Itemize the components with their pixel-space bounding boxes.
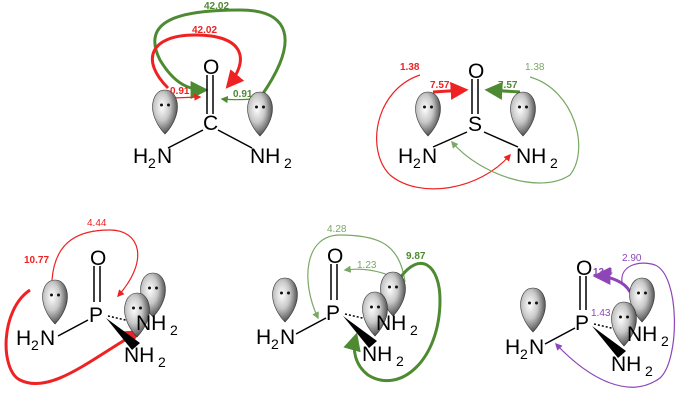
value-label: 1.23 [357, 260, 377, 271]
atom-oxygen: O [327, 245, 343, 268]
atom-nh: NH [362, 343, 392, 366]
subscript-2: 2 [410, 322, 418, 338]
atom-h: H [398, 145, 413, 168]
subscript-2: 2 [520, 346, 528, 362]
arrow-green-thin-loop [307, 234, 406, 320]
subscript-2: 2 [158, 354, 166, 370]
arrow-green-big [153, 8, 287, 99]
bond-c-n-left [167, 129, 204, 149]
arrow-green-short [484, 81, 521, 100]
lone-pair-icon [510, 91, 536, 137]
arrow-purple-thin-loop [555, 262, 675, 388]
hash-bond [344, 313, 372, 321]
atom-nh: NH [250, 145, 280, 168]
subscript-2: 2 [413, 155, 421, 171]
value-label: 2.90 [622, 253, 642, 264]
atom-h: H [256, 326, 271, 349]
arrow-red-loop [376, 74, 511, 190]
value-label: 4.28 [327, 224, 347, 235]
atom-n: N [280, 326, 295, 349]
arrow-red-thin-loop [51, 229, 139, 298]
arrow-green-small [343, 265, 389, 276]
arrow-red-short [432, 81, 469, 100]
bond-c-n-right [217, 129, 253, 149]
atom-nh: NH [516, 145, 546, 168]
value-label: 0.91 [233, 89, 253, 100]
atom-nh: NH [136, 312, 166, 335]
atom-n: N [157, 145, 172, 168]
value-label: 7.57 [430, 80, 450, 91]
atom-n: N [422, 145, 437, 168]
molecule-phosphoramide-green: O P H 2 N NH 2 NH 2 4.28 1.23 9.87 [256, 224, 442, 382]
lone-pair-icon [42, 279, 68, 325]
bond-p-n-left [295, 317, 327, 335]
value-label: 1.43 [591, 308, 611, 319]
arrow-red-thick-loop [4, 288, 142, 386]
arrow-red-small [171, 93, 202, 101]
value-label: 0.91 [170, 86, 190, 97]
value-label: 42.02 [204, 1, 229, 12]
atom-oxygen: O [576, 257, 592, 280]
molecule-phosphoramide-purple: O P H 2 N NH 2 NH 2 13.4 2.90 1.43 [505, 253, 675, 388]
atom-carbon: C [203, 112, 218, 135]
value-label: 42.02 [192, 25, 217, 36]
wedge-bond [592, 326, 626, 358]
subscript-2: 2 [271, 336, 279, 352]
atom-nh: NH [611, 353, 641, 376]
atom-n: N [40, 327, 55, 350]
value-label: 10.77 [24, 255, 49, 266]
atom-nh: NH [627, 323, 657, 346]
atom-nh: NH [376, 312, 406, 335]
arrow-purple-thick [592, 267, 632, 293]
wedge-bond [343, 316, 377, 348]
arrow-red-big [150, 33, 245, 90]
value-label: 9.87 [406, 251, 426, 262]
atom-oxygen: O [203, 56, 219, 79]
bond-s-n-right [483, 131, 519, 148]
atom-h: H [133, 145, 148, 168]
subscript-2: 2 [31, 337, 39, 353]
value-label: 13.4 [593, 267, 613, 278]
subscript-2: 2 [661, 333, 669, 349]
bond-s-n-left [432, 131, 468, 148]
atom-nh: NH [124, 344, 154, 367]
atom-sulfur: S [468, 113, 482, 136]
bond-p-n-left [57, 319, 89, 337]
subscript-2: 2 [645, 363, 653, 379]
atom-phosphorus: P [575, 312, 589, 335]
molecule-urea: O C H 2 N NH 2 42.02 42.02 0.91 0.91 [133, 1, 292, 171]
molecule-sulfinamide: O S H 2 N NH 2 1.38 7.57 7.57 1.38 [376, 60, 580, 190]
arrow-green-thick-loop [343, 262, 442, 382]
lone-pair-icon [415, 91, 441, 137]
lone-pair-icon [272, 277, 298, 323]
atom-h: H [505, 336, 520, 359]
atom-phosphorus: P [89, 304, 103, 327]
subscript-2: 2 [550, 155, 558, 171]
value-label: 1.38 [525, 62, 545, 73]
value-label: 4.44 [87, 218, 107, 229]
subscript-2: 2 [148, 155, 156, 171]
molecule-phosphoramide-red: O P H 2 N NH 2 NH 2 10.77 4.44 [4, 218, 178, 386]
subscript-2: 2 [170, 322, 178, 338]
subscript-2: 2 [396, 353, 404, 369]
atom-oxygen: O [90, 247, 106, 270]
hash-bond [593, 323, 621, 331]
atom-oxygen: O [468, 60, 484, 83]
bond-p-n-left [544, 327, 576, 345]
value-label: 7.57 [498, 80, 518, 91]
value-label: 1.38 [400, 62, 420, 73]
atom-h: H [16, 327, 31, 350]
arrow-green-loop [451, 76, 580, 184]
arrow-green-small [220, 95, 253, 104]
wedge-bond [106, 318, 140, 350]
atom-n: N [529, 336, 544, 359]
hash-bond [107, 315, 135, 323]
lone-pair-icon [520, 287, 546, 333]
atom-phosphorus: P [326, 302, 340, 325]
subscript-2: 2 [284, 155, 292, 171]
